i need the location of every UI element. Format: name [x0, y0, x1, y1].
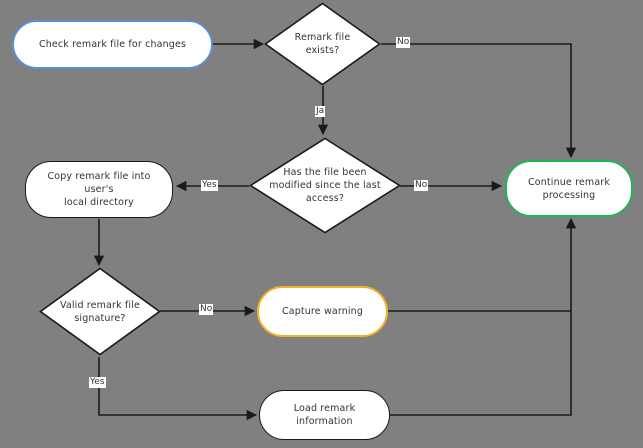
node-continue-remark-processing[interactable]: Continue remark processing — [505, 160, 633, 217]
edge-label-exists-ja: Ja — [315, 106, 326, 117]
edge-exists-no — [381, 43, 577, 159]
node-check-remark-file-label: Check remark file for changes — [38, 39, 187, 50]
node-capture-warning[interactable]: Capture warning — [257, 286, 388, 337]
copy-line-1: Copy remark file into user's — [47, 171, 151, 195]
continue-line-1: Continue remark — [527, 176, 610, 188]
node-decision-valid-signature[interactable]: Valid remark file signature? — [39, 267, 161, 356]
node-load-remark-information-label: Load remark information — [293, 403, 356, 427]
node-load-remark-information[interactable]: Load remark information — [259, 390, 390, 440]
edge-label-modified-no: No — [414, 180, 429, 191]
edge-label-signature-yes: Yes — [89, 377, 106, 388]
diamond-shape-modified — [249, 137, 401, 234]
copy-line-2: local directory — [64, 197, 134, 208]
node-copy-remark-file-label: Copy remark file into user's local direc… — [26, 170, 172, 209]
node-decision-file-modified[interactable]: Has the file been modified since the las… — [249, 137, 401, 234]
continue-line-2: processing — [542, 189, 596, 201]
node-continue-remark-processing-label: Continue remark processing — [516, 176, 622, 202]
node-copy-remark-file[interactable]: Copy remark file into user's local direc… — [25, 161, 173, 218]
node-decision-remark-file-exists[interactable]: Remark file exists? — [264, 2, 381, 86]
node-check-remark-file[interactable]: Check remark file for changes — [12, 20, 213, 69]
edge-label-signature-no: No — [199, 304, 214, 315]
node-capture-warning-label: Capture warning — [281, 306, 364, 317]
edge-load-to-continue — [390, 217, 577, 416]
diamond-shape-signature — [39, 267, 161, 356]
edge-label-exists-no: No — [396, 37, 411, 48]
edge-signature-yes — [98, 357, 258, 421]
diamond-shape-exists — [264, 2, 381, 86]
edge-label-modified-yes: Yes — [201, 180, 218, 191]
